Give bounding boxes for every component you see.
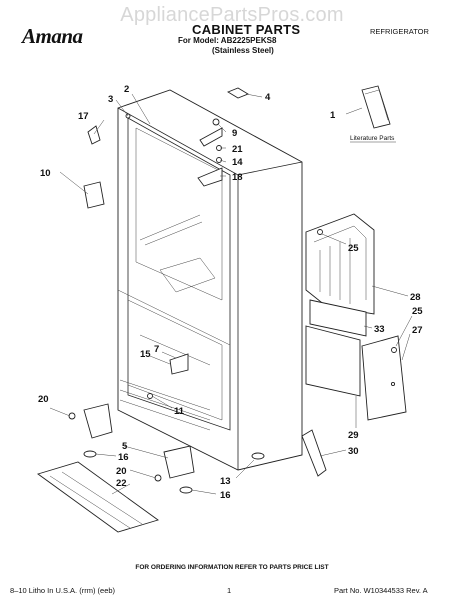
litho-line: 8–10 Litho In U.S.A. (rrm) (eeb)	[10, 586, 116, 595]
callout-21: 21	[232, 144, 243, 155]
finish-line: (Stainless Steel)	[212, 46, 274, 55]
page-title: CABINET PARTS	[192, 22, 301, 37]
callout-25-top: 25	[348, 243, 359, 254]
hardware-parts	[68, 87, 265, 494]
callout-16-left: 16	[118, 452, 129, 463]
callout-18: 18	[232, 172, 243, 183]
part-number: Part No. W10344533 Rev. A	[334, 586, 428, 595]
callout-27: 27	[412, 325, 423, 336]
callout-3: 3	[108, 94, 113, 105]
callout-5: 5	[122, 441, 128, 452]
page-number: 1	[227, 586, 232, 595]
leader-lines	[49, 93, 413, 495]
callout-2: 2	[124, 84, 129, 95]
model-line: For Model: AB2225PEKS8	[178, 36, 277, 45]
machine-compartment-cover	[305, 325, 361, 397]
toe-grille	[36, 461, 160, 533]
callout-4: 4	[265, 92, 271, 103]
callout-14: 14	[232, 157, 243, 168]
callout-20-right: 20	[116, 466, 127, 477]
watermark: AppliancePartsPros.com	[120, 4, 344, 26]
rear-access-panel	[305, 213, 375, 315]
callout-10: 10	[40, 168, 51, 179]
callout-20-left: 20	[38, 394, 49, 405]
category-label: REFRIGERATOR	[370, 27, 429, 36]
literature-parts	[361, 85, 391, 129]
callout-29: 29	[348, 430, 359, 441]
callout-numbers: 1 2 3 4 5 7 9 10 11 13 14 15 16 16 17 18…	[38, 84, 423, 501]
literature-parts-label: Literature Parts	[350, 135, 395, 142]
callout-30: 30	[348, 446, 359, 457]
callout-17: 17	[78, 111, 89, 122]
callout-7: 7	[154, 344, 159, 355]
cabinet-body	[117, 89, 303, 471]
foam-strip	[309, 299, 367, 337]
ordering-note: FOR ORDERING INFORMATION REFER TO PARTS …	[135, 564, 329, 571]
side-panel	[361, 335, 407, 421]
callout-13: 13	[220, 476, 231, 487]
screws-rear	[317, 229, 397, 353]
callout-28: 28	[410, 292, 421, 303]
hinge-tool	[301, 429, 327, 477]
callout-9: 9	[232, 128, 237, 139]
callout-33: 33	[374, 324, 385, 335]
callout-25-right: 25	[412, 306, 423, 317]
callout-22: 22	[116, 478, 127, 489]
callout-11: 11	[174, 406, 185, 417]
brand-logo: Amana	[22, 24, 83, 48]
callout-1: 1	[330, 110, 336, 121]
callout-15: 15	[140, 349, 151, 360]
callout-16-right: 16	[220, 490, 231, 501]
